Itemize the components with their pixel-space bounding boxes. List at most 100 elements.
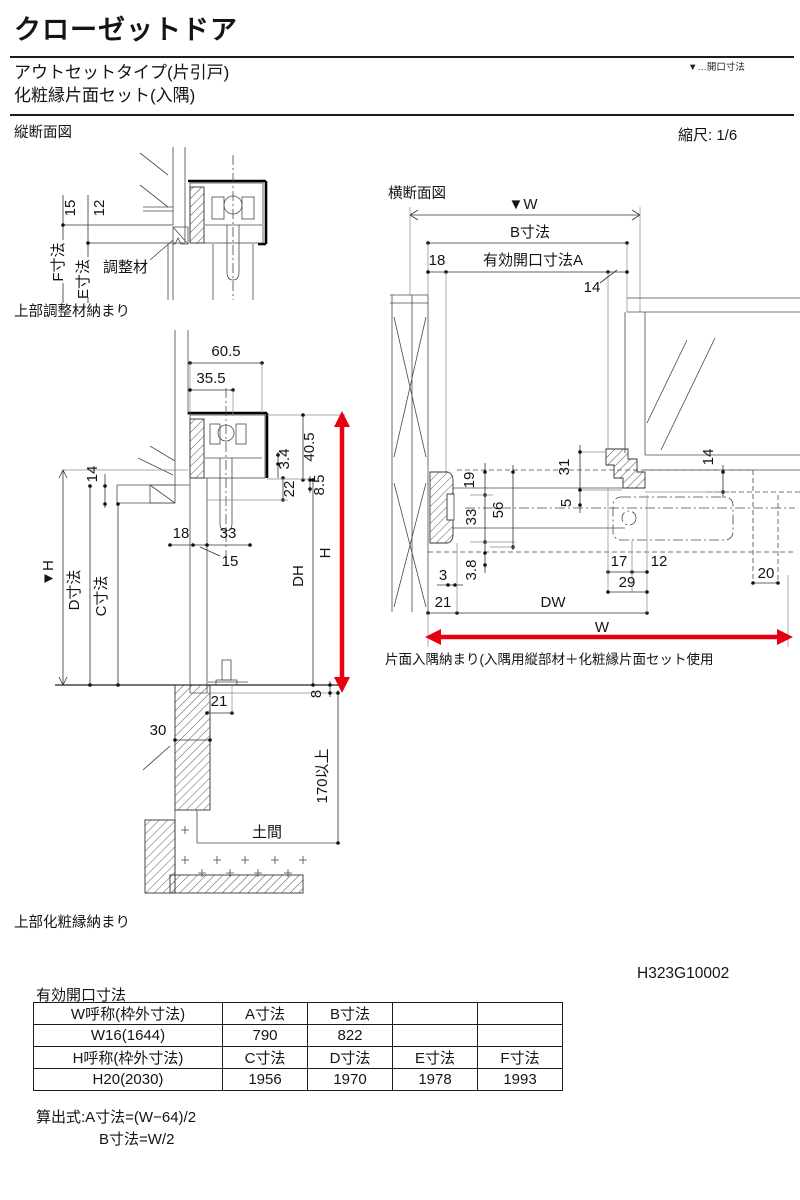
dim-8-5: 8.5 [311, 475, 328, 496]
cross-section: ▼W B寸法 有効開口寸法A 18 14 14 31 5 19 33 56 3.… [390, 196, 800, 647]
dim-w-top: ▼W [508, 196, 538, 213]
dim-14: 14 [84, 466, 101, 483]
dimension-lines [58, 361, 345, 845]
cell-a-value: 790 [222, 1024, 308, 1047]
hanger-bolt [219, 458, 233, 532]
floor-and-ground [55, 684, 345, 894]
dim-3-4: 3.4 [276, 449, 293, 470]
subtitle-line2: 化粧縁片面セット(入隅) [14, 86, 196, 105]
dim-8: 8 [308, 690, 325, 698]
dim-19: 19 [461, 472, 478, 489]
cell-h-name-header: H呼称(枠外寸法) [33, 1046, 223, 1069]
dim-W: W [595, 619, 610, 636]
cell-d-value: 1970 [307, 1068, 393, 1091]
dim-35-5: 35.5 [196, 370, 225, 387]
cell-empty [477, 1002, 563, 1025]
cell-w-value: W16(1644) [33, 1024, 223, 1047]
dim-15: 15 [222, 553, 239, 570]
cell-h-value: H20(2030) [33, 1068, 223, 1091]
plus-marks [181, 826, 307, 877]
top-detail-caption: 上部調整材納まり [14, 304, 130, 320]
cell-c-value: 1956 [222, 1068, 308, 1091]
header-rule-top [10, 56, 794, 58]
dim-21: 21 [435, 594, 452, 611]
door-jamb [429, 471, 455, 544]
dim-F: F寸法 [50, 242, 67, 281]
cell-c-header: C寸法 [222, 1046, 308, 1069]
page-title: クローゼットドア [14, 15, 238, 45]
dimensions [61, 195, 185, 303]
right-wall-corner [624, 297, 800, 493]
table-row: W16(1644) 790 822 [33, 1024, 563, 1047]
cell-f-header: F寸法 [477, 1046, 563, 1069]
dim-60-5: 60.5 [211, 343, 240, 360]
dim-56: 56 [490, 502, 507, 519]
dim-H: H [317, 548, 334, 559]
cell-f-value: 1993 [477, 1068, 563, 1091]
opening-dimension-table: W呼称(枠外寸法) A寸法 B寸法 W16(1644) 790 822 H呼称(… [33, 1002, 563, 1091]
table-row: H20(2030) 1956 1970 1978 1993 [33, 1068, 563, 1091]
dim-14-right: 14 [700, 449, 717, 466]
table-row: H呼称(枠外寸法) C寸法 D寸法 E寸法 F寸法 [33, 1046, 563, 1069]
top-dimensions [409, 207, 641, 472]
dim-33: 33 [220, 525, 237, 542]
rail-assembly [188, 411, 269, 532]
dim-open-h: ▼H [40, 560, 57, 586]
subtitle-block: アウトセットタイプ(片引戸) 化粧縁片面セット(入隅) [14, 61, 229, 107]
main-section-caption: 上部化粧縁納まり [14, 915, 130, 931]
cell-b-header: B寸法 [307, 1002, 393, 1025]
height-red-arrow [334, 411, 350, 693]
dim-DH: DH [290, 565, 307, 587]
dim-12: 12 [91, 200, 108, 217]
dim-170: 170以上 [314, 748, 331, 803]
dim-14-top: 14 [584, 279, 601, 296]
cell-b-value: 822 [307, 1024, 393, 1047]
dim-17: 17 [611, 553, 628, 570]
subtitle-line1: アウトセットタイプ(片引戸) [14, 63, 230, 82]
dim-E: E寸法 [75, 259, 92, 299]
dim-D: D寸法 [66, 570, 83, 611]
scale-label: 縮尺: 1/6 [678, 127, 738, 144]
opening-dim-legend: ▼…開口寸法 [688, 62, 745, 73]
wall-structure [116, 330, 190, 504]
cell-w-name-header: W呼称(枠外寸法) [33, 1002, 223, 1025]
dim-A: 有効開口寸法A [483, 252, 583, 269]
corner-member [605, 448, 646, 489]
cell-e-value: 1978 [392, 1068, 478, 1091]
cell-a-header: A寸法 [222, 1002, 308, 1025]
width-red-arrow [425, 629, 793, 645]
dim-18: 18 [429, 252, 446, 269]
adjuster-label: 調整材 [103, 259, 148, 276]
doc-number: H323G10002 [637, 965, 730, 982]
formula-line2: B寸法=W/2 [99, 1131, 175, 1148]
dim-33: 33 [463, 509, 480, 526]
dim-22: 22 [281, 481, 298, 498]
floor-guide [208, 659, 248, 686]
dim-29: 29 [619, 574, 636, 591]
doma-label: 土間 [252, 824, 282, 841]
dim-B: B寸法 [510, 224, 550, 241]
cross-section-title: 横断面図 [388, 186, 446, 202]
vertical-section-main: 60.5 35.5 40.5 3.4 22 8.5 14 18 33 15 ▼H… [40, 330, 350, 894]
cell-empty [477, 1024, 563, 1047]
vertical-section-top-detail: 15 12 F寸法 E寸法 調整材 [50, 147, 268, 303]
vertical-section-title: 縦断面図 [14, 125, 72, 141]
cell-e-header: E寸法 [392, 1046, 478, 1069]
dim-20: 20 [758, 565, 775, 582]
dim-5: 5 [558, 499, 575, 507]
wall-lines [139, 147, 186, 300]
cell-empty [392, 1002, 478, 1025]
sliding-door [428, 469, 795, 583]
dim-DW: DW [541, 594, 567, 611]
header-rule-bottom [10, 114, 794, 116]
rail-assembly [188, 155, 268, 300]
dim-15: 15 [62, 200, 79, 217]
cross-section-caption: 片面入隅納まり(入隅用縦部材＋化粧縁片面セット使用 [385, 652, 714, 667]
dim-18: 18 [173, 525, 190, 542]
dim-3: 3 [439, 567, 447, 584]
formula-line1: 算出式:A寸法=(W−64)/2 [36, 1109, 197, 1126]
dim-12: 12 [651, 553, 668, 570]
dim-31: 31 [556, 459, 573, 476]
cell-empty [392, 1024, 478, 1047]
